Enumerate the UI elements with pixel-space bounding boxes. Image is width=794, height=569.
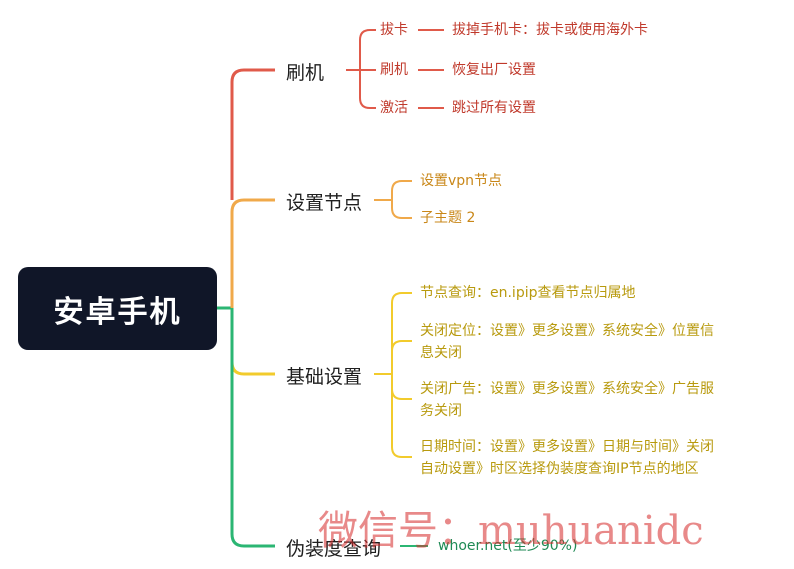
flash-item-flash[interactable]: 刷机 [380,62,408,78]
basic-item-disable-location-line2: 息关闭 [420,345,462,361]
disguise-item-whoer[interactable]: whoer.net(至少90%) [438,538,578,554]
connector-branch-3 [230,308,275,376]
flash-item-remove-card[interactable]: 拔卡 [380,22,408,38]
root-node[interactable]: 安卓手机 [18,267,217,350]
basic-item-datetime-line2: 自动设置》时区选择伪装度查询IP节点的地区 [420,461,699,477]
flash-item-remove-card-detail: 拔掉手机卡：拔卡或使用海外卡 [452,22,648,38]
basic-item-disable-ads-line1: 关闭广告：设置》更多设置》系统安全》广告服 [420,381,714,397]
basic-item-node-query-line1: 节点查询：en.ipip查看节点归属地 [420,285,636,301]
branch-flash[interactable]: 刷机 [286,62,325,84]
basic-item-disable-ads[interactable]: 关闭广告：设置》更多设置》系统安全》广告服 务关闭 [420,378,714,422]
watermark-text: 微信号：muhuanidc [318,508,704,554]
basic-item-node-query[interactable]: 节点查询：en.ipip查看节点归属地 [420,282,636,304]
connector-3-1 [391,292,412,374]
node-item-subtopic-2[interactable]: 子主题 2 [420,210,476,226]
connector-branch-4 [230,308,275,548]
flash-item-flash-detail: 恢复出厂设置 [452,62,536,78]
basic-item-disable-location-line1: 关闭定位：设置》更多设置》系统安全》位置信 [420,323,714,339]
connector-2-1 [391,180,412,200]
connector-1-3 [359,70,376,109]
branch-basic-settings[interactable]: 基础设置 [286,366,363,388]
flash-item-activate-detail: 跳过所有设置 [452,100,536,116]
connector-branch-2 [230,198,275,308]
basic-item-disable-ads-line2: 务关闭 [420,403,462,419]
branch-disguise-check[interactable]: 伪装度查询 [286,538,382,560]
branch-set-node[interactable]: 设置节点 [286,192,363,214]
basic-item-disable-location[interactable]: 关闭定位：设置》更多设置》系统安全》位置信 息关闭 [420,320,714,364]
connector-3-4 [391,374,412,458]
connector-3-2 [391,340,412,374]
connector-branch-1 [230,68,275,200]
flash-item-activate[interactable]: 激活 [380,100,408,116]
connector-2-2 [391,200,412,219]
basic-item-datetime[interactable]: 日期时间：设置》更多设置》日期与时间》关闭 自动设置》时区选择伪装度查询IP节点… [420,436,714,480]
basic-item-datetime-line1: 日期时间：设置》更多设置》日期与时间》关闭 [420,439,714,455]
connector-3-3 [391,374,412,400]
connector-1-1 [359,29,376,70]
node-item-vpn[interactable]: 设置vpn节点 [420,173,503,189]
